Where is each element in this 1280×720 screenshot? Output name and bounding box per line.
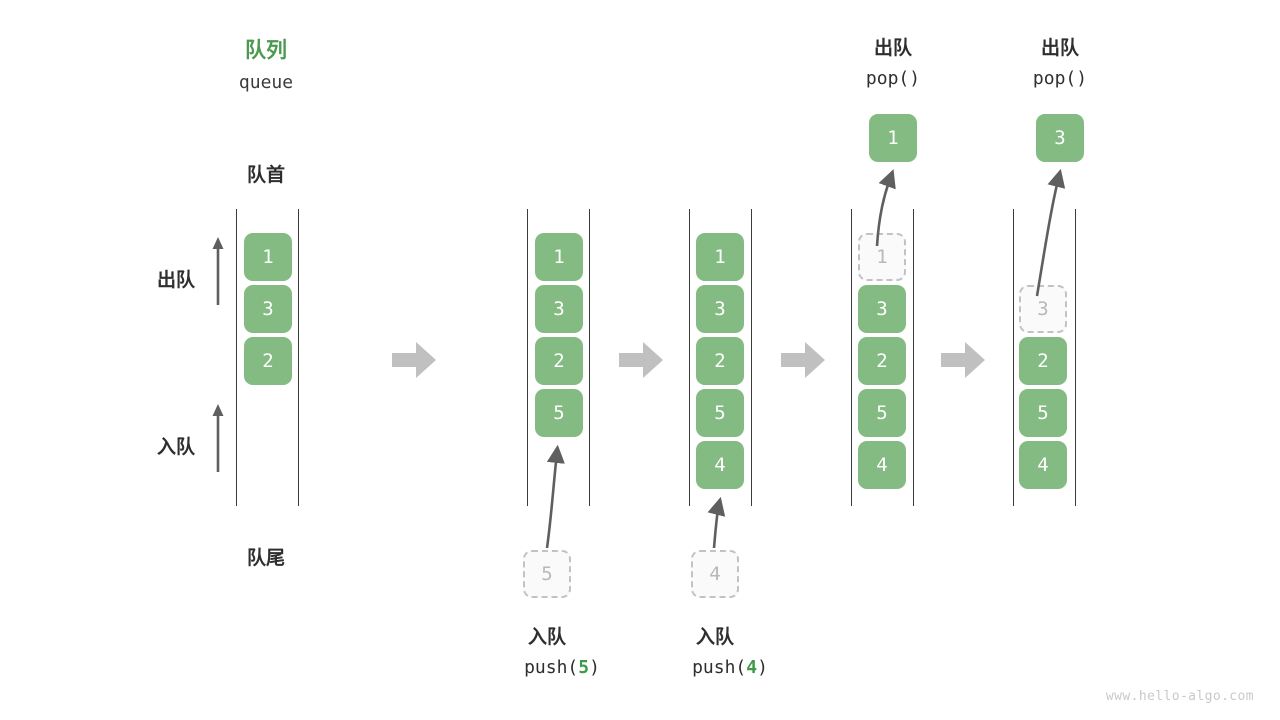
site-watermark: www.hello-algo.com <box>1105 689 1254 704</box>
push-5-motion-arrow-icon <box>545 444 565 549</box>
queue-cell[interactable]: 5 <box>1019 389 1067 437</box>
push-4-call-value: 4 <box>746 657 758 678</box>
queue-title-en: queue <box>238 72 294 93</box>
push-4-call-label: push(4) <box>645 657 815 678</box>
queue-cell-removed: 3 <box>1019 285 1067 333</box>
push-source-box: 5 <box>523 550 571 598</box>
pop-1-label-cn: 出队 <box>873 37 912 59</box>
popped-value-box: 3 <box>1036 114 1084 162</box>
queue-cell[interactable]: 5 <box>535 389 583 437</box>
rail-stage-2-left <box>527 209 528 506</box>
queue-tail-label: 队尾 <box>246 547 285 569</box>
push-4-motion-arrow-icon <box>707 496 726 549</box>
step-arrow-3-icon <box>781 342 825 378</box>
queue-cell[interactable]: 3 <box>244 285 292 333</box>
pop-2-call-label: pop() <box>1032 68 1088 89</box>
queue-cell[interactable]: 3 <box>535 285 583 333</box>
queue-cell[interactable]: 5 <box>858 389 906 437</box>
queue-cell[interactable]: 2 <box>858 337 906 385</box>
pop-2-label-cn: 出队 <box>1040 37 1079 59</box>
rail-stage-5-right <box>1075 209 1076 506</box>
queue-cell[interactable]: 5 <box>696 389 744 437</box>
queue-cell[interactable]: 4 <box>1019 441 1067 489</box>
push-5-call-label: push(5) <box>477 657 647 678</box>
queue-cell[interactable]: 3 <box>696 285 744 333</box>
popped-value-box: 1 <box>869 114 917 162</box>
step-arrow-1-icon <box>392 342 436 378</box>
enqueue-direction-label: 入队 <box>156 436 195 458</box>
queue-head-label: 队首 <box>246 164 285 186</box>
queue-cell[interactable]: 3 <box>858 285 906 333</box>
queue-cell[interactable]: 2 <box>696 337 744 385</box>
rail-stage-4-left <box>851 209 852 506</box>
rail-stage-4-right <box>913 209 914 506</box>
dequeue-direction-arrow-icon <box>212 237 224 305</box>
queue-title-cn: 队列 <box>245 38 287 62</box>
queue-cell[interactable]: 1 <box>535 233 583 281</box>
dequeue-direction-label: 出队 <box>156 269 195 291</box>
queue-cell[interactable]: 2 <box>535 337 583 385</box>
push-5-call-value: 5 <box>578 657 590 678</box>
queue-cell[interactable]: 4 <box>858 441 906 489</box>
rail-stage-2-right <box>589 209 590 506</box>
pop-1-motion-arrow-icon <box>875 169 896 247</box>
queue-cell[interactable]: 2 <box>244 337 292 385</box>
queue-cell[interactable]: 2 <box>1019 337 1067 385</box>
rail-stage-5-left <box>1013 209 1014 506</box>
push-5-call-suffix: ) <box>589 657 600 678</box>
queue-cell[interactable]: 4 <box>696 441 744 489</box>
rail-stage-3-left <box>689 209 690 506</box>
enqueue-direction-arrow-icon <box>212 404 224 472</box>
rail-stage-3-right <box>751 209 752 506</box>
pop-2-motion-arrow-icon <box>1035 168 1066 297</box>
queue-cell[interactable]: 1 <box>244 233 292 281</box>
push-4-call-prefix: push( <box>692 657 747 678</box>
pop-1-call-label: pop() <box>865 68 921 89</box>
push-5-label-cn: 入队 <box>527 626 566 648</box>
rail-stage-1-right <box>298 209 299 506</box>
step-arrow-4-icon <box>941 342 985 378</box>
queue-cell[interactable]: 1 <box>696 233 744 281</box>
push-4-label-cn: 入队 <box>695 626 734 648</box>
push-5-call-prefix: push( <box>524 657 579 678</box>
rail-stage-1-left <box>236 209 237 506</box>
push-4-call-suffix: ) <box>757 657 768 678</box>
step-arrow-2-icon <box>619 342 663 378</box>
queue-cell-removed: 1 <box>858 233 906 281</box>
push-source-box: 4 <box>691 550 739 598</box>
